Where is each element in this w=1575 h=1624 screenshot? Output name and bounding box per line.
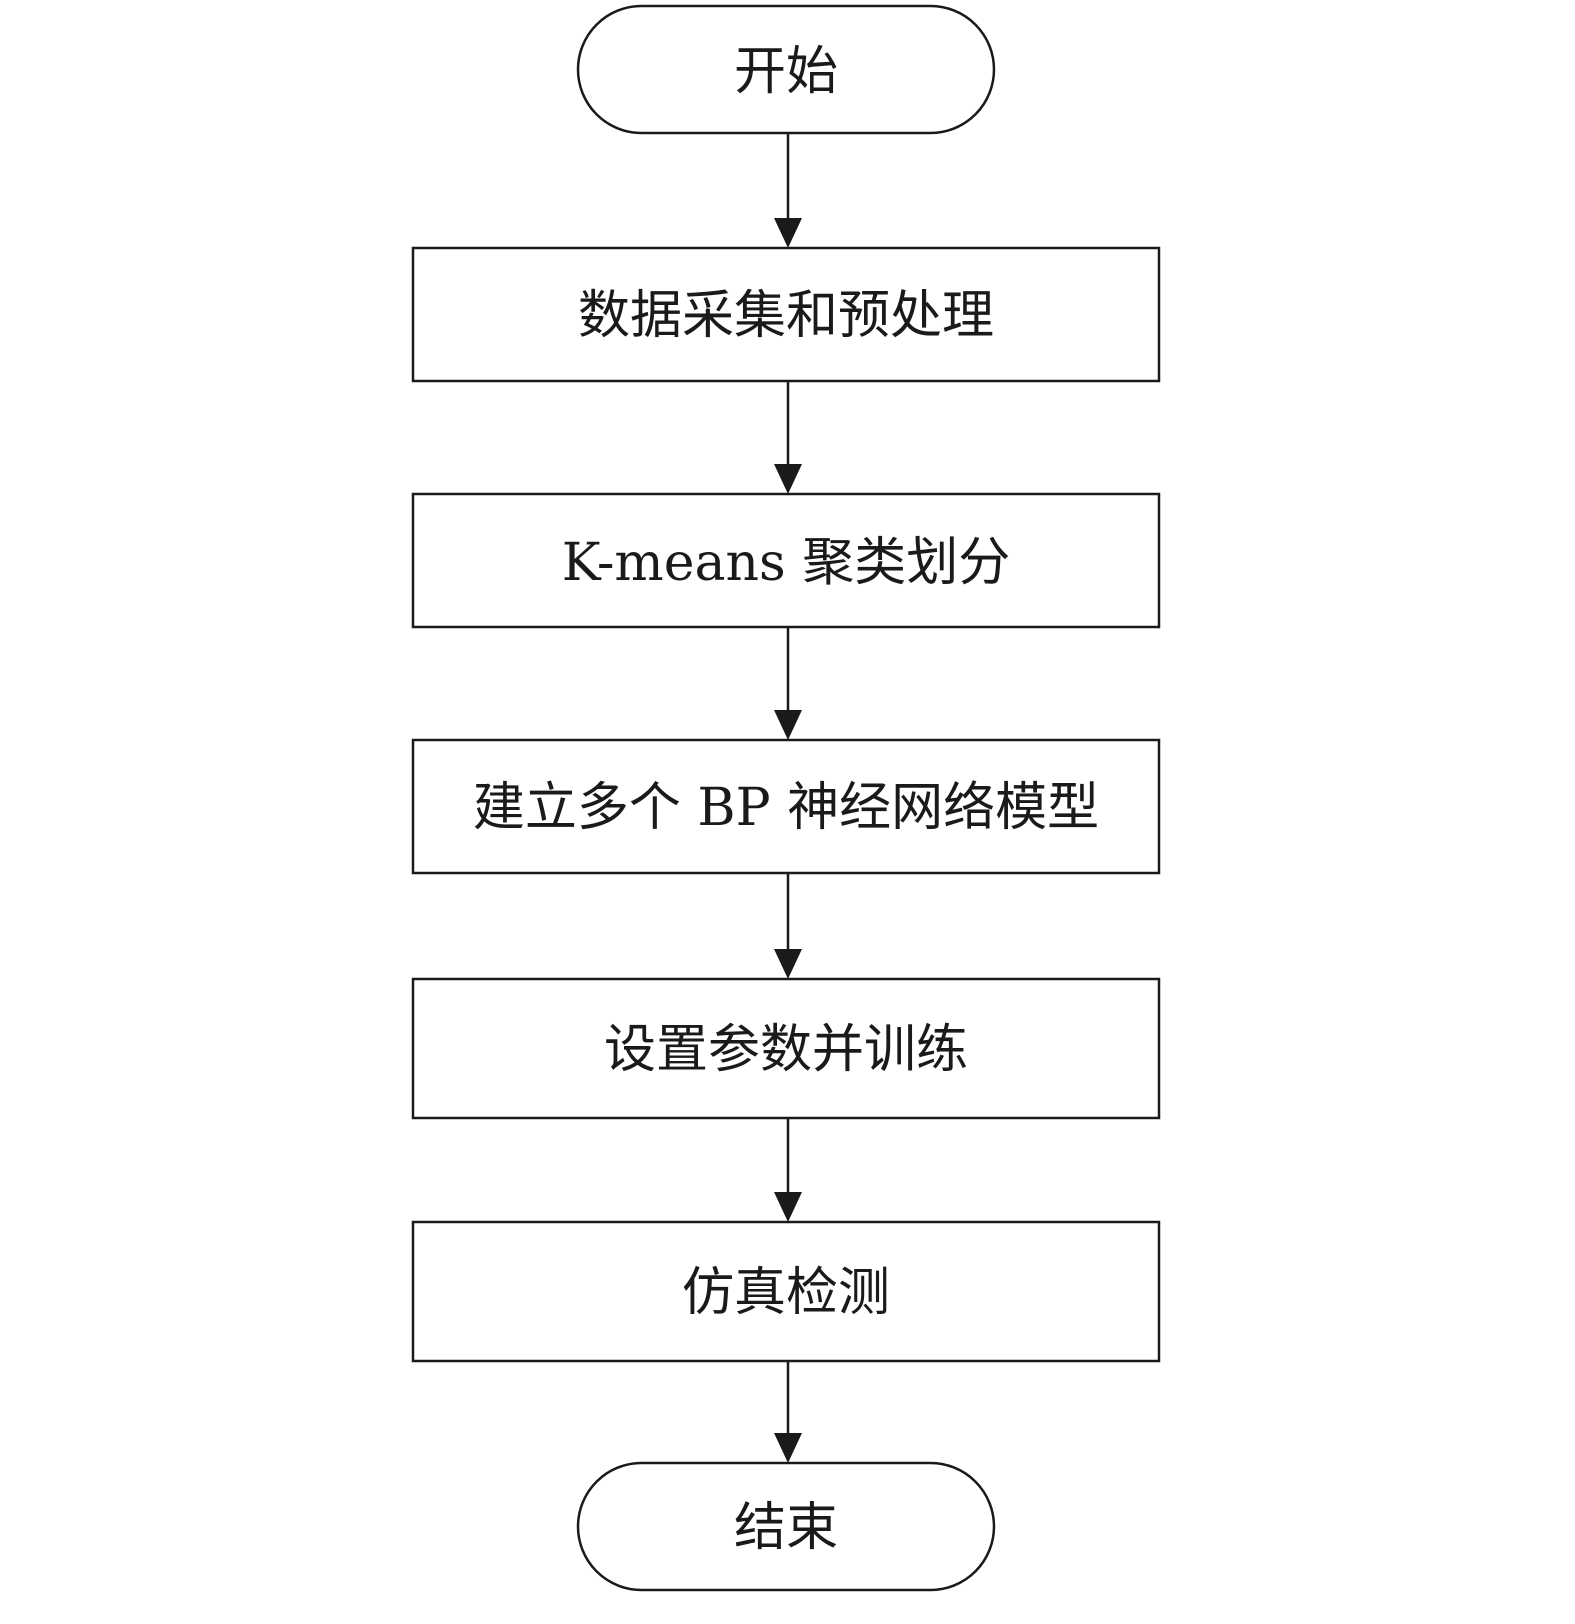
node-step1-label: 数据采集和预处理	[578, 286, 994, 346]
node-step3-label: 建立多个 BP 神经网络模型	[473, 778, 1099, 838]
node-start: 开始	[576, 4, 996, 135]
edge-step2-step3	[774, 627, 802, 740]
process-shape	[411, 738, 1161, 875]
node-end: 结束	[576, 1461, 996, 1592]
edge-step5-end	[774, 1361, 802, 1463]
node-step4-label: 设置参数并训练	[604, 1020, 968, 1080]
node-step3: 建立多个 BP 神经网络模型	[411, 738, 1161, 875]
terminal-shape	[576, 4, 996, 135]
process-shape	[411, 492, 1161, 629]
edge-step3-step4	[774, 873, 802, 979]
node-start-label: 开始	[734, 42, 838, 102]
node-step2-label: K-means 聚类划分	[562, 533, 1010, 593]
process-shape	[411, 977, 1161, 1120]
node-end-label: 结束	[734, 1498, 838, 1558]
node-step4: 设置参数并训练	[411, 977, 1161, 1120]
process-shape	[411, 246, 1161, 383]
edge-step4-step5	[774, 1118, 802, 1222]
node-step1: 数据采集和预处理	[411, 246, 1161, 383]
node-step5-label: 仿真检测	[682, 1263, 890, 1323]
terminal-shape	[576, 1461, 996, 1592]
process-shape	[411, 1220, 1161, 1363]
edge-step1-step2	[774, 381, 802, 494]
edge-start-step1	[774, 133, 802, 248]
node-step5: 仿真检测	[411, 1220, 1161, 1363]
node-step2: K-means 聚类划分	[411, 492, 1161, 629]
